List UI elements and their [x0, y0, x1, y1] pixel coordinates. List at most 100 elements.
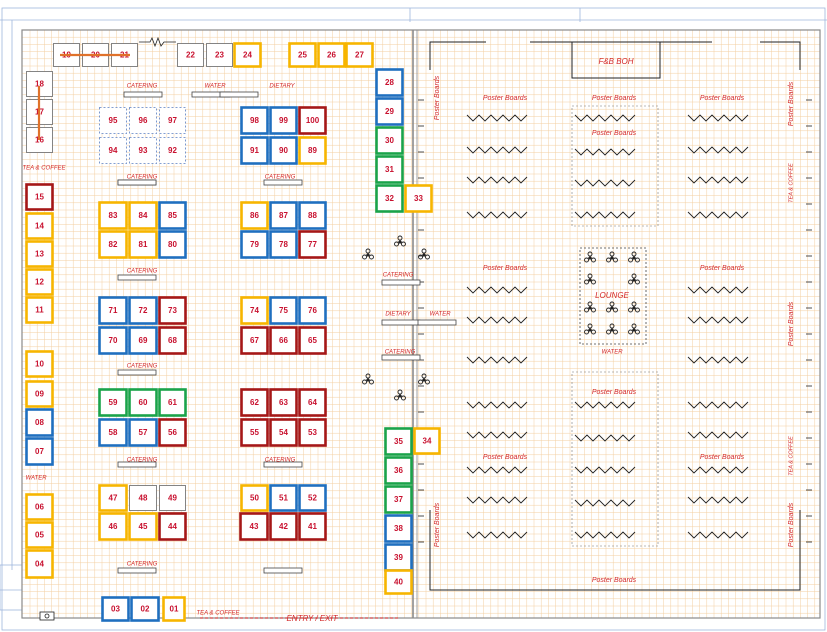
booth-08[interactable]: 08	[25, 408, 54, 437]
booth-38[interactable]: 38	[384, 514, 413, 543]
booth-99[interactable]: 99	[269, 106, 298, 135]
booth-07[interactable]: 07	[25, 437, 54, 466]
booth-outline[interactable]	[25, 240, 54, 268]
booth-outline[interactable]	[98, 484, 128, 512]
booth-81[interactable]: 81	[128, 230, 158, 259]
booth-outline[interactable]	[269, 418, 298, 447]
booth-02[interactable]: 02	[130, 596, 160, 622]
booth-56[interactable]: 56	[158, 418, 187, 447]
booth-outline[interactable]	[25, 296, 54, 324]
booth-86[interactable]: 86	[240, 201, 269, 230]
booth-51[interactable]: 51	[269, 484, 298, 512]
booth-outline[interactable]	[404, 184, 433, 213]
booth-outline[interactable]	[98, 230, 128, 259]
booth-outline[interactable]	[240, 201, 269, 230]
booth-outline[interactable]	[375, 155, 404, 184]
booth-outline[interactable]	[239, 512, 269, 541]
booth-outline[interactable]	[240, 484, 269, 512]
booth-22[interactable]: 22	[177, 43, 204, 67]
booth-10[interactable]: 10	[25, 350, 54, 378]
booth-55[interactable]: 55	[240, 418, 269, 447]
booth-72[interactable]: 72	[128, 296, 158, 325]
booth-23[interactable]: 23	[206, 43, 233, 67]
booth-outline[interactable]	[240, 326, 269, 355]
booth-outline[interactable]	[269, 512, 298, 541]
booth-outline[interactable]	[298, 326, 327, 355]
booth-outline[interactable]	[375, 126, 404, 155]
booth-64[interactable]: 64	[298, 388, 327, 417]
booth-79[interactable]: 79	[240, 230, 269, 259]
booth-06[interactable]: 06	[25, 493, 54, 521]
booth-84[interactable]: 84	[128, 201, 158, 230]
booth-outline[interactable]	[25, 183, 54, 211]
booth-outline[interactable]	[269, 136, 298, 165]
booth-outline[interactable]	[375, 97, 404, 126]
booth-outline[interactable]	[233, 42, 262, 68]
booth-outline[interactable]	[128, 230, 158, 259]
booth-outline[interactable]	[25, 493, 54, 521]
booth-outline[interactable]	[25, 380, 54, 408]
booth-50[interactable]: 50	[240, 484, 269, 512]
booth-67[interactable]: 67	[240, 326, 269, 355]
booth-93[interactable]: 93	[129, 137, 157, 164]
booth-outline[interactable]	[298, 296, 327, 325]
booth-outline[interactable]	[25, 521, 54, 549]
booth-outline[interactable]	[128, 296, 158, 325]
booth-outline[interactable]	[98, 388, 128, 417]
booth-outline[interactable]	[269, 106, 298, 135]
booth-outline[interactable]	[298, 136, 327, 165]
booth-outline[interactable]	[98, 512, 128, 541]
booth-outline[interactable]	[130, 596, 160, 622]
booth-outline[interactable]	[158, 418, 187, 447]
booth-63[interactable]: 63	[269, 388, 298, 417]
booth-36[interactable]: 36	[384, 456, 413, 485]
booth-75[interactable]: 75	[269, 296, 298, 325]
booth-outline[interactable]	[384, 514, 413, 543]
booth-outline[interactable]	[98, 326, 128, 355]
booth-outline[interactable]	[375, 184, 404, 213]
booth-outline[interactable]	[298, 512, 327, 541]
booth-outline[interactable]	[240, 136, 269, 165]
booth-26[interactable]: 26	[317, 42, 346, 68]
booth-70[interactable]: 70	[98, 326, 128, 355]
booth-91[interactable]: 91	[240, 136, 269, 165]
booth-30[interactable]: 30	[375, 126, 404, 155]
booth-44[interactable]: 44	[158, 512, 187, 541]
booth-outline[interactable]	[128, 418, 158, 447]
booth-outline[interactable]	[128, 512, 158, 541]
booth-24[interactable]: 24	[233, 42, 262, 68]
booth-outline[interactable]	[298, 484, 327, 512]
booth-60[interactable]: 60	[128, 388, 158, 417]
booth-outline[interactable]	[269, 326, 298, 355]
booth-outline[interactable]	[317, 42, 346, 68]
booth-29[interactable]: 29	[375, 97, 404, 126]
booth-outline[interactable]	[269, 296, 298, 325]
booth-87[interactable]: 87	[269, 201, 298, 230]
booth-outline[interactable]	[98, 201, 128, 230]
booth-outline[interactable]	[158, 230, 187, 259]
booth-65[interactable]: 65	[298, 326, 327, 355]
booth-outline[interactable]	[298, 418, 327, 447]
booth-outline[interactable]	[375, 68, 404, 97]
booth-outline[interactable]	[298, 106, 327, 135]
booth-12[interactable]: 12	[25, 268, 54, 296]
booth-49[interactable]: 49	[159, 485, 186, 511]
booth-46[interactable]: 46	[98, 512, 128, 541]
booth-outline[interactable]	[269, 388, 298, 417]
booth-outline[interactable]	[240, 296, 269, 325]
booth-outline[interactable]	[240, 230, 269, 259]
booth-outline[interactable]	[269, 230, 298, 259]
booth-82[interactable]: 82	[98, 230, 128, 259]
booth-53[interactable]: 53	[298, 418, 327, 447]
booth-outline[interactable]	[177, 43, 204, 67]
booth-80[interactable]: 80	[158, 230, 187, 259]
booth-outline[interactable]	[128, 201, 158, 230]
booth-74[interactable]: 74	[240, 296, 269, 325]
booth-outline[interactable]	[158, 512, 187, 541]
booth-71[interactable]: 71	[98, 296, 128, 325]
booth-97[interactable]: 97	[159, 107, 186, 134]
booth-outline[interactable]	[240, 388, 269, 417]
booth-outline[interactable]	[101, 596, 130, 622]
booth-14[interactable]: 14	[25, 212, 54, 240]
booth-96[interactable]: 96	[129, 107, 157, 134]
